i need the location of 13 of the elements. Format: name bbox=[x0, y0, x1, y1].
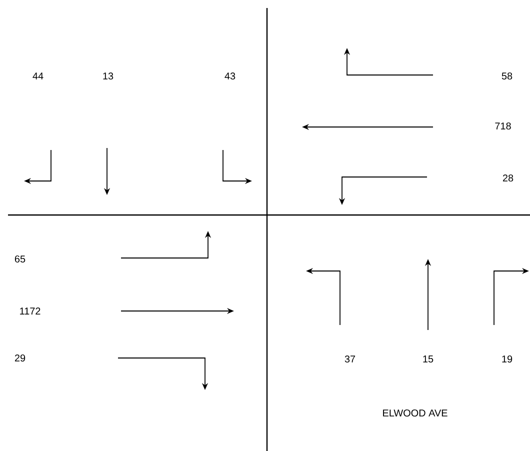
count-label: 29 bbox=[14, 354, 26, 362]
count-label: 28 bbox=[502, 174, 514, 182]
count-label: 718 bbox=[495, 122, 511, 130]
count-label: 19 bbox=[502, 355, 512, 363]
count-label: 15 bbox=[423, 356, 434, 362]
count-label: 43 bbox=[224, 72, 236, 80]
count-label: 65 bbox=[14, 255, 26, 263]
count-label: 44 bbox=[32, 72, 44, 80]
count-label: 1172 bbox=[20, 308, 40, 314]
count-label: 37 bbox=[344, 355, 356, 363]
street-name: ELWOOD AVE bbox=[383, 409, 448, 417]
count-label: 13 bbox=[103, 72, 114, 80]
count-label: 58 bbox=[502, 72, 512, 80]
